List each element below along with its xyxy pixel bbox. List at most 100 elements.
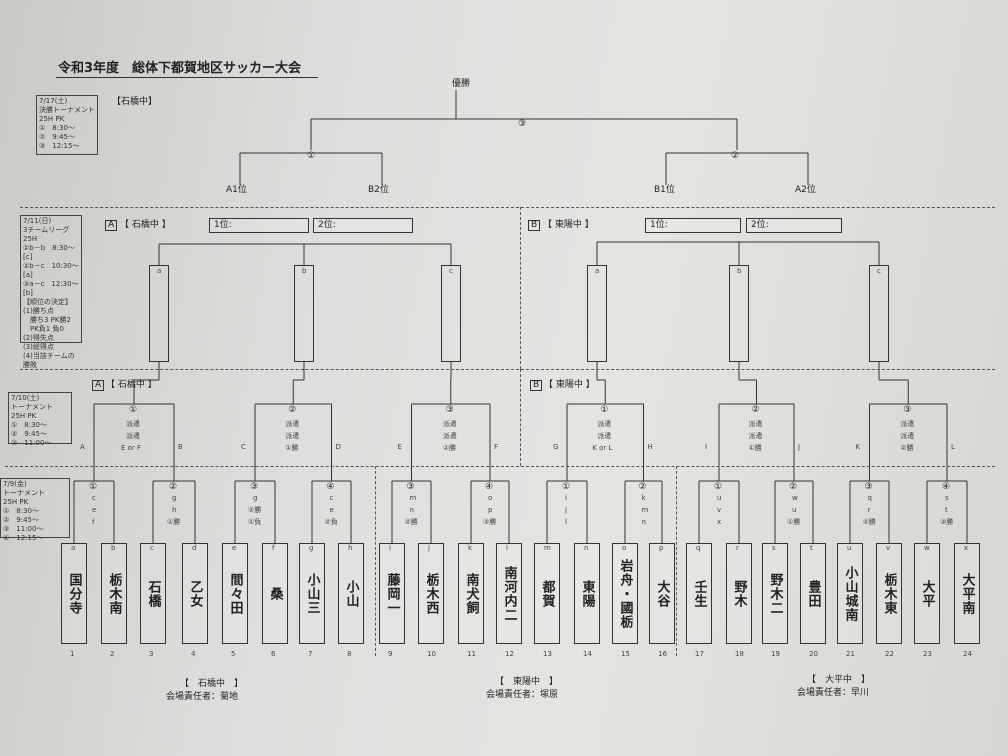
round2-match-info: 派遣 xyxy=(126,432,140,440)
team-number: 7 xyxy=(308,650,313,658)
round1-match-info: q xyxy=(867,494,872,502)
round1-match-info: g xyxy=(172,494,177,502)
round2-slot-letter: L xyxy=(951,443,955,451)
round2-match-info: 派遣 xyxy=(900,432,915,440)
round1-match-info: c xyxy=(92,494,96,502)
team-name: 栃木南 xyxy=(106,572,122,615)
round1-match-no: ② xyxy=(638,482,647,492)
league-b-label: B xyxy=(528,220,541,231)
league-a-group-c: c xyxy=(441,265,461,362)
round1-match-info: ③勝 xyxy=(940,518,954,526)
team-box: 小山 xyxy=(338,543,364,644)
team-code: n xyxy=(584,544,589,552)
round1-match-info: j xyxy=(565,506,567,514)
team-box: 間々田 xyxy=(222,543,248,644)
team-number: 11 xyxy=(467,650,476,658)
round1-match-info: v xyxy=(717,506,722,514)
team-number: 14 xyxy=(583,650,592,658)
round1-match-no: ④ xyxy=(485,482,494,492)
title-underline xyxy=(56,77,318,78)
round1-match-info: ①勝 xyxy=(167,518,181,526)
round2-match-info: ①勝 xyxy=(748,444,762,452)
manager-ishibashi: 会場責任者：菊地 xyxy=(166,692,239,702)
team-name: 間々田 xyxy=(227,572,243,615)
round2-match-info: K or L xyxy=(592,444,613,452)
league-a-group-b: b xyxy=(294,265,314,362)
team-code: w xyxy=(924,544,930,552)
team-name: 大平南 xyxy=(959,572,975,615)
team-number: 9 xyxy=(388,650,393,658)
round2-slot-letter: E xyxy=(397,443,402,451)
round2-match-info: 派遣 xyxy=(126,420,140,428)
team-code: f xyxy=(272,544,275,552)
slot-a1: A1位 xyxy=(226,185,247,195)
team-code: q xyxy=(696,544,701,552)
team-name: 都賀 xyxy=(539,579,555,608)
section-divider-3 xyxy=(5,466,995,467)
team-code: h xyxy=(348,544,353,552)
round2-match-info: ②勝 xyxy=(900,444,914,452)
round1-match-info: t xyxy=(945,506,948,514)
team-name: 野木二 xyxy=(767,572,783,615)
manager-toyo: 会場責任者：塚原 xyxy=(486,690,559,700)
schedule-box-round1: 7/9(金) トーナメント 25H PK ① 8:30〜 ② 9:45〜 ③ 1… xyxy=(0,478,70,542)
round2-match-info: 派遣 xyxy=(597,420,612,428)
round1-match-no: ③ xyxy=(864,482,873,492)
team-number: 22 xyxy=(885,650,894,658)
team-code: p xyxy=(659,544,664,552)
team-code: s xyxy=(772,544,776,552)
team-box: 東陽 xyxy=(574,543,600,644)
round1-match-info: m xyxy=(409,494,417,502)
team-code: t xyxy=(810,544,813,552)
team-name: 国分寺 xyxy=(66,572,82,615)
round1-match-info: k xyxy=(641,494,646,502)
venue-ohira: 【 大平中 】 xyxy=(807,675,871,685)
league-b-group-b: b xyxy=(729,265,749,362)
team-box: 大平 xyxy=(914,543,940,644)
team-box: 栃木西 xyxy=(418,543,444,644)
team-box: 岩舟・國栃 xyxy=(612,543,638,644)
round1-match-no: ③ xyxy=(406,482,415,492)
round2-a-label: A xyxy=(92,380,105,391)
round1-match-info: p xyxy=(488,506,493,514)
team-number: 5 xyxy=(231,650,236,658)
round2-match-info: 派遣 xyxy=(597,432,612,440)
round2-match-info: ②勝 xyxy=(442,444,457,452)
round1-match-info: o xyxy=(488,494,493,502)
round1-match-info: s xyxy=(945,494,949,502)
round1-match-info: l xyxy=(565,518,567,526)
team-number: 18 xyxy=(735,650,744,658)
round2-match-no: ① xyxy=(129,405,138,415)
team-number: 15 xyxy=(621,650,630,658)
team-code: e xyxy=(232,544,237,552)
team-name: 豊田 xyxy=(805,579,821,608)
round1-match-no: ② xyxy=(789,482,798,492)
round1-match-info: n xyxy=(409,506,414,514)
team-name: 栃木西 xyxy=(423,572,439,615)
slot-a2: A2位 xyxy=(795,185,816,195)
winner-label: 優勝 xyxy=(452,79,471,89)
league-a-label: A xyxy=(105,220,118,231)
round2-match-info: 派遣 xyxy=(442,432,457,440)
round1-match-info: n xyxy=(641,518,646,526)
team-number: 20 xyxy=(809,650,818,658)
round1-match-no: ② xyxy=(169,482,178,492)
round1-divider-1 xyxy=(375,466,376,656)
team-box: 藤岡一 xyxy=(379,543,405,644)
team-number: 4 xyxy=(191,650,196,658)
venue-ishibashi: 【 石橋中 】 xyxy=(180,679,244,689)
team-box: 都賀 xyxy=(534,543,560,644)
round2-match-no: ② xyxy=(288,405,297,415)
page-title: 令和3年度 総体下都賀地区サッカー大会 xyxy=(58,61,302,76)
league-a-rank1: 1位: xyxy=(209,218,309,233)
round2-slot-letter: K xyxy=(855,443,861,451)
team-code: u xyxy=(847,544,852,552)
team-box: 石橋 xyxy=(140,543,166,644)
team-name: 石橋 xyxy=(145,579,161,608)
round2-slot-letter: C xyxy=(241,443,246,451)
team-code: k xyxy=(468,544,473,552)
schedule-box-round2: 7/10(土) トーナメント 25H PK ① 8:30〜 ② 9:45〜 ③ … xyxy=(8,392,72,447)
team-name: 小山 xyxy=(343,579,359,608)
team-number: 3 xyxy=(149,650,154,658)
